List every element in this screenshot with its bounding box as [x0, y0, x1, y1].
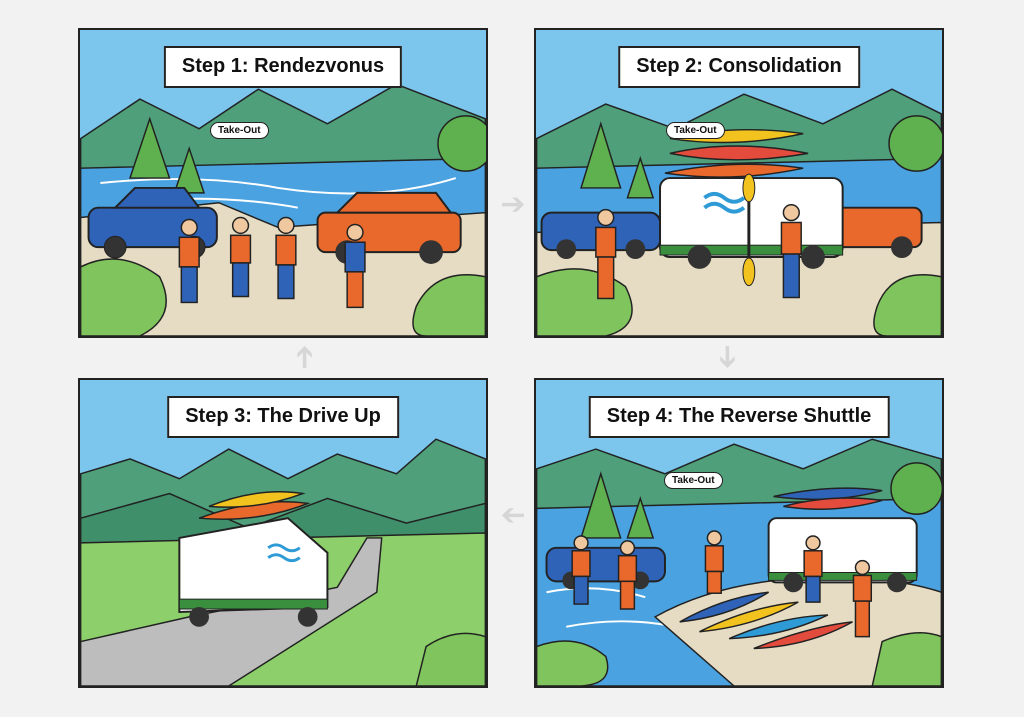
step-2-title: Step 2: Consolidation — [618, 46, 860, 88]
step-1-title: Step 1: Rendezvonus — [163, 46, 403, 88]
take-out-bubble: Take-Out — [666, 122, 725, 139]
take-out-bubble: Take-Out — [664, 472, 723, 489]
arrow-up-icon: ➔ — [288, 344, 321, 370]
arrow-right-icon: ➔ — [500, 188, 526, 221]
panel-step-1: Take-Out Step 1: Rendezvonus — [78, 28, 488, 338]
panel-step-3: Step 3: The Drive Up — [78, 378, 488, 688]
consolidation-scene — [536, 30, 942, 336]
panel-step-2: Take-Out Step 2: Consolidation — [534, 28, 944, 338]
arrow-left-icon: ➔ — [500, 499, 526, 532]
arrow-down-icon: ➔ — [711, 344, 744, 370]
panel-step-4: Take-Out Step 4: The Reverse Shuttle — [534, 378, 944, 688]
step-3-title: Step 3: The Drive Up — [167, 396, 399, 438]
take-out-bubble: Take-Out — [210, 122, 269, 139]
step-4-title: Step 4: The Reverse Shuttle — [588, 396, 890, 438]
